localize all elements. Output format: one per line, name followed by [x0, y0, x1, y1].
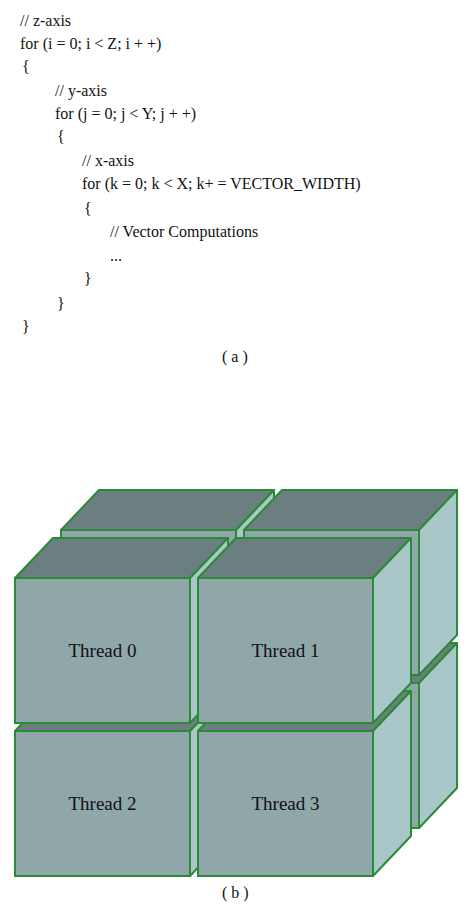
cube-side-face [373, 538, 411, 723]
code-line: // z-axis [20, 12, 71, 30]
code-line: for (k = 0; k < X; k+ = VECTOR_WIDTH) [82, 175, 361, 193]
code-line: // Vector Computations [110, 223, 258, 241]
cube [198, 538, 411, 723]
thread-label: Thread 1 [251, 640, 319, 662]
code-line: // y-axis [55, 82, 107, 100]
code-line: ... [110, 247, 122, 265]
thread-block: Thread 3 [197, 730, 374, 877]
cube-side-face [419, 490, 457, 675]
code-line: { [84, 200, 92, 218]
panel-label: ( a ) [222, 348, 248, 366]
cube-side-face [419, 643, 457, 828]
code-line: for (i = 0; i < Z; i + +) [20, 35, 161, 53]
code-line: { [57, 128, 65, 146]
code-line: } [57, 295, 65, 313]
thread-label: Thread 3 [251, 793, 319, 815]
code-line: // x-axis [82, 152, 134, 170]
thread-block: Thread 2 [14, 730, 191, 877]
thread-block: Thread 0 [14, 577, 191, 724]
code-line: { [22, 58, 30, 76]
code-line: } [84, 270, 92, 288]
code-line: } [22, 318, 30, 336]
cube-side-face [373, 691, 411, 876]
thread-label: Thread 2 [68, 793, 136, 815]
code-line: for (j = 0; j < Y; j + +) [55, 105, 196, 123]
panel-label: ( b ) [222, 884, 249, 902]
thread-label: Thread 0 [68, 640, 136, 662]
thread-block: Thread 1 [197, 577, 374, 724]
